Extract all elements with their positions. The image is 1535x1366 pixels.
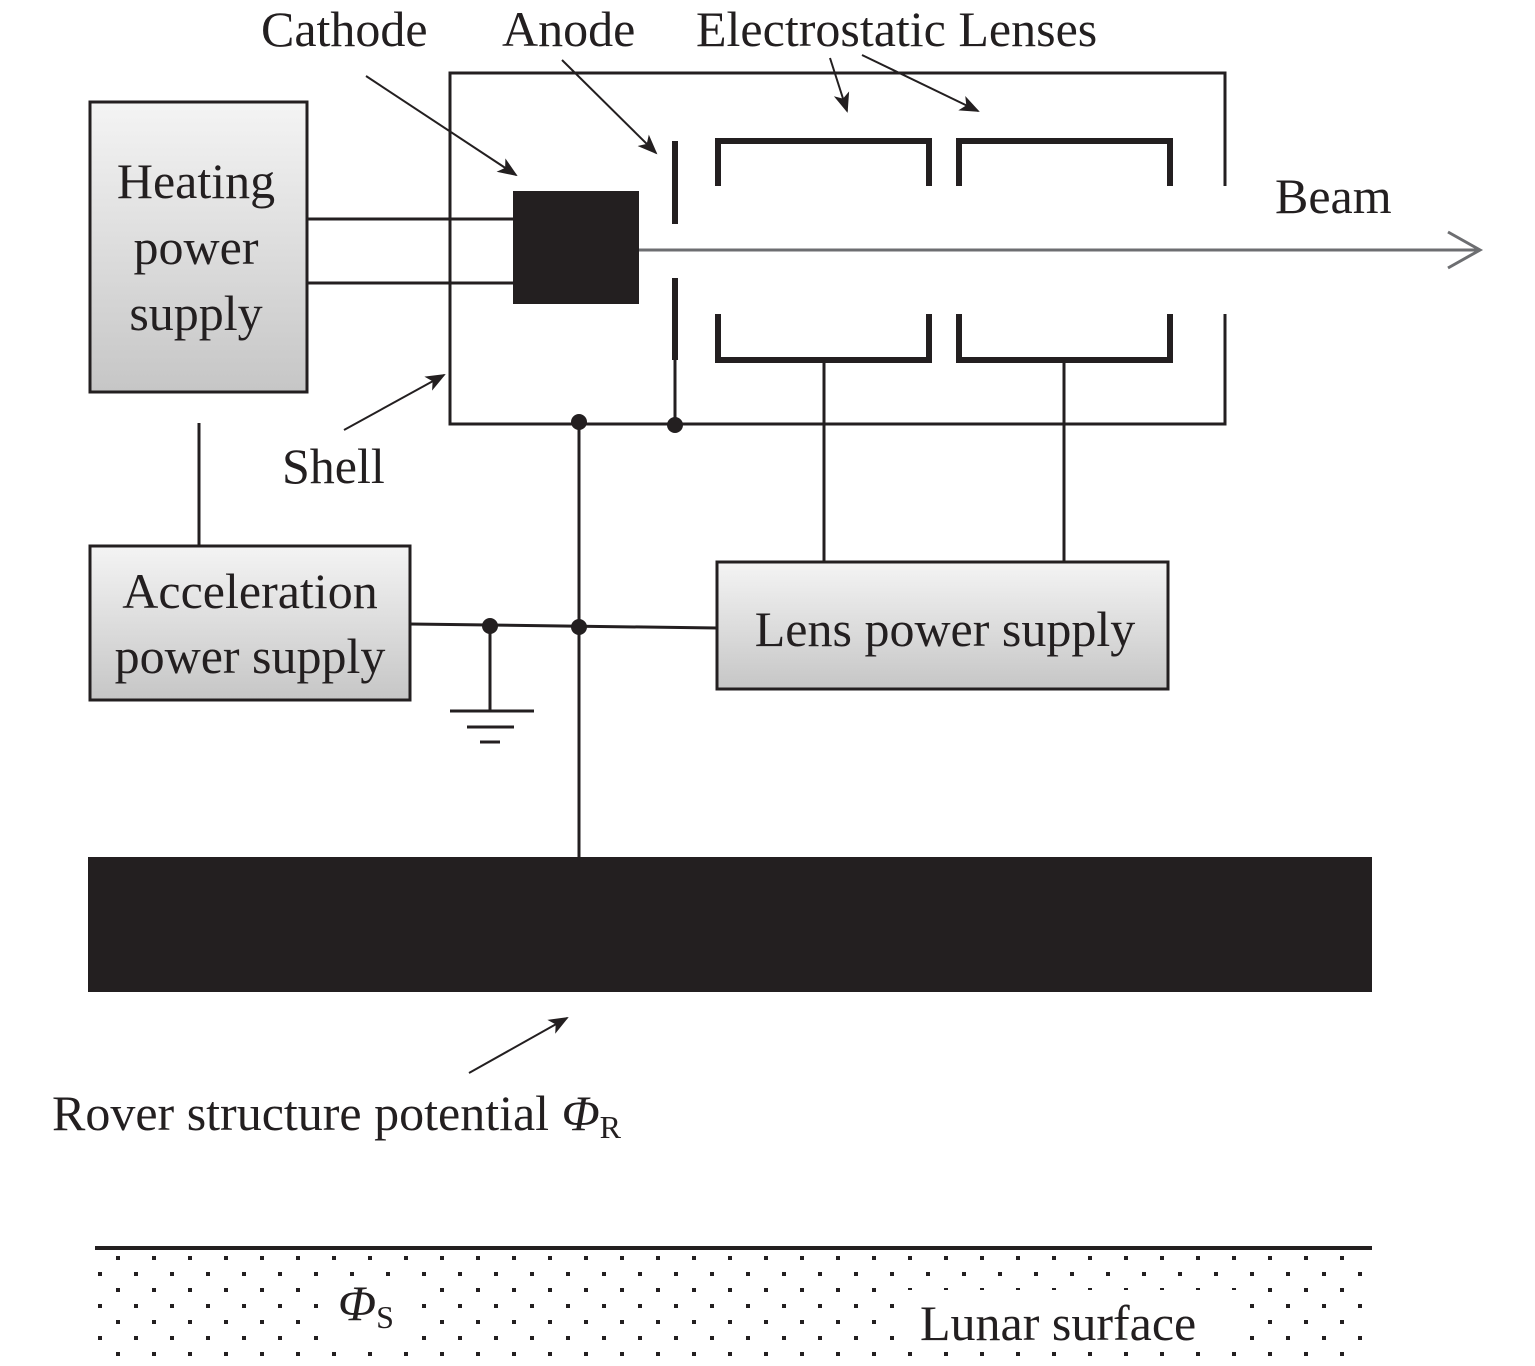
- lens-1-pointer-arrow: [829, 57, 850, 113]
- lens-power-supply-label: Lens power supply: [755, 601, 1136, 657]
- heating-label-line3: supply: [129, 285, 262, 341]
- heating-label-line1: Heating: [117, 153, 275, 209]
- lens-2-pointer-arrow: [861, 54, 980, 112]
- junction-anode-shell: [667, 417, 683, 433]
- anode-label: Anode: [502, 1, 635, 57]
- rover-structure-potential-label: Rover structure potential ΦR: [52, 1085, 622, 1145]
- beam-arrowhead: [1447, 230, 1484, 270]
- junction-shell-rover: [571, 414, 587, 430]
- lens-2-bottom: [956, 314, 1173, 363]
- phi-s-label-bg: [330, 1280, 410, 1340]
- anode-pointer-arrow: [561, 59, 658, 155]
- lens-1-bottom: [715, 314, 932, 363]
- acceleration-label-line2: power supply: [115, 628, 386, 684]
- acceleration-label-line1: Acceleration: [122, 563, 377, 619]
- rover-pointer-arrow: [468, 1017, 569, 1074]
- cathode-block: [513, 191, 639, 304]
- lens-2-top: [956, 138, 1173, 186]
- junction-bus-rover: [571, 619, 587, 635]
- lunar-surface-label-bg: [906, 1290, 1246, 1350]
- phi-s-label: ΦS: [338, 1275, 394, 1335]
- lunar-surface-label: Lunar surface: [920, 1295, 1196, 1351]
- acceleration-power-supply-box: [88, 544, 412, 702]
- electrostatic-lenses-label: Electrostatic Lenses: [696, 1, 1097, 57]
- cathode-label: Cathode: [261, 1, 428, 57]
- heating-label-line2: power: [134, 219, 259, 275]
- common-bus: [409, 622, 718, 630]
- rover-structure-bar: [88, 857, 1372, 992]
- cathode-pointer-arrow: [365, 75, 518, 177]
- beam-label: Beam: [1275, 168, 1392, 224]
- shell-label: Shell: [282, 438, 385, 494]
- shell-pointer-arrow: [343, 374, 446, 431]
- lens-1-top: [715, 138, 932, 186]
- heating-power-supply-box: [88, 100, 309, 394]
- ground-icon: [450, 626, 534, 744]
- lens-power-supply-box: [715, 560, 1170, 691]
